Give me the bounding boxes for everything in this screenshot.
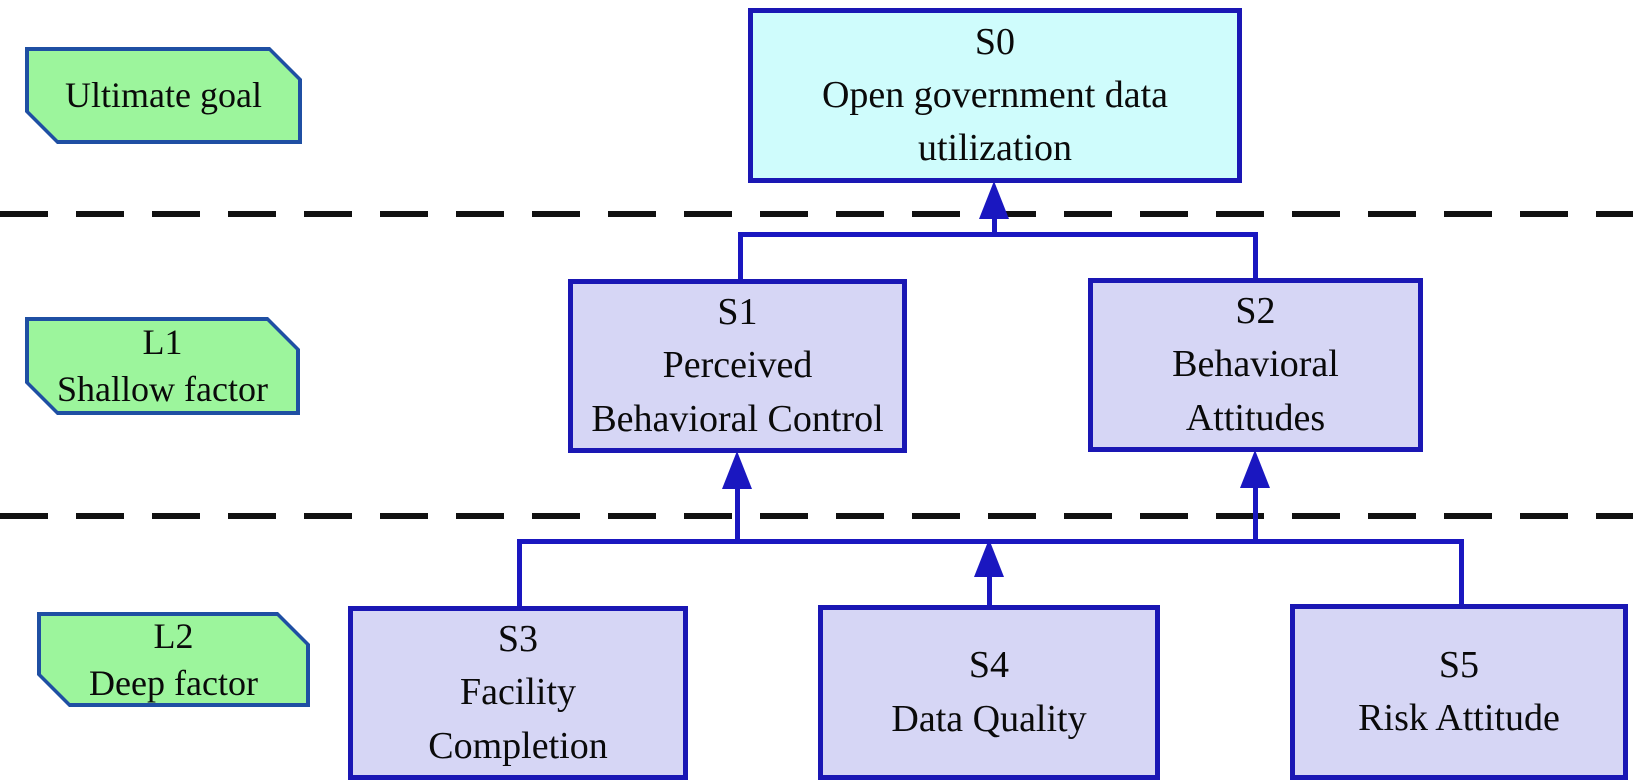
level-separator-1 [0, 211, 1633, 217]
arrowhead-into-s0 [979, 181, 1009, 219]
connector-s1-riser [738, 232, 743, 279]
connector-s5-riser [1459, 539, 1464, 605]
connector-bus-to-s1 [735, 468, 740, 544]
level-label-ultimate-goal-text: Ultimate goal [29, 51, 298, 140]
connector-s3-riser [517, 539, 522, 607]
arrowhead-s4-to-bus [974, 539, 1004, 577]
connector-s2-riser [1253, 232, 1258, 279]
level-label-ultimate-goal: Ultimate goal [25, 47, 302, 144]
connector-bus-to-s2 [1253, 467, 1258, 544]
arrowhead-into-s2 [1240, 450, 1270, 488]
connector-upper-bus [738, 232, 1258, 237]
connector-s4-riser [987, 560, 992, 606]
level-separator-2 [0, 513, 1633, 519]
arrowhead-into-s1 [722, 451, 752, 489]
